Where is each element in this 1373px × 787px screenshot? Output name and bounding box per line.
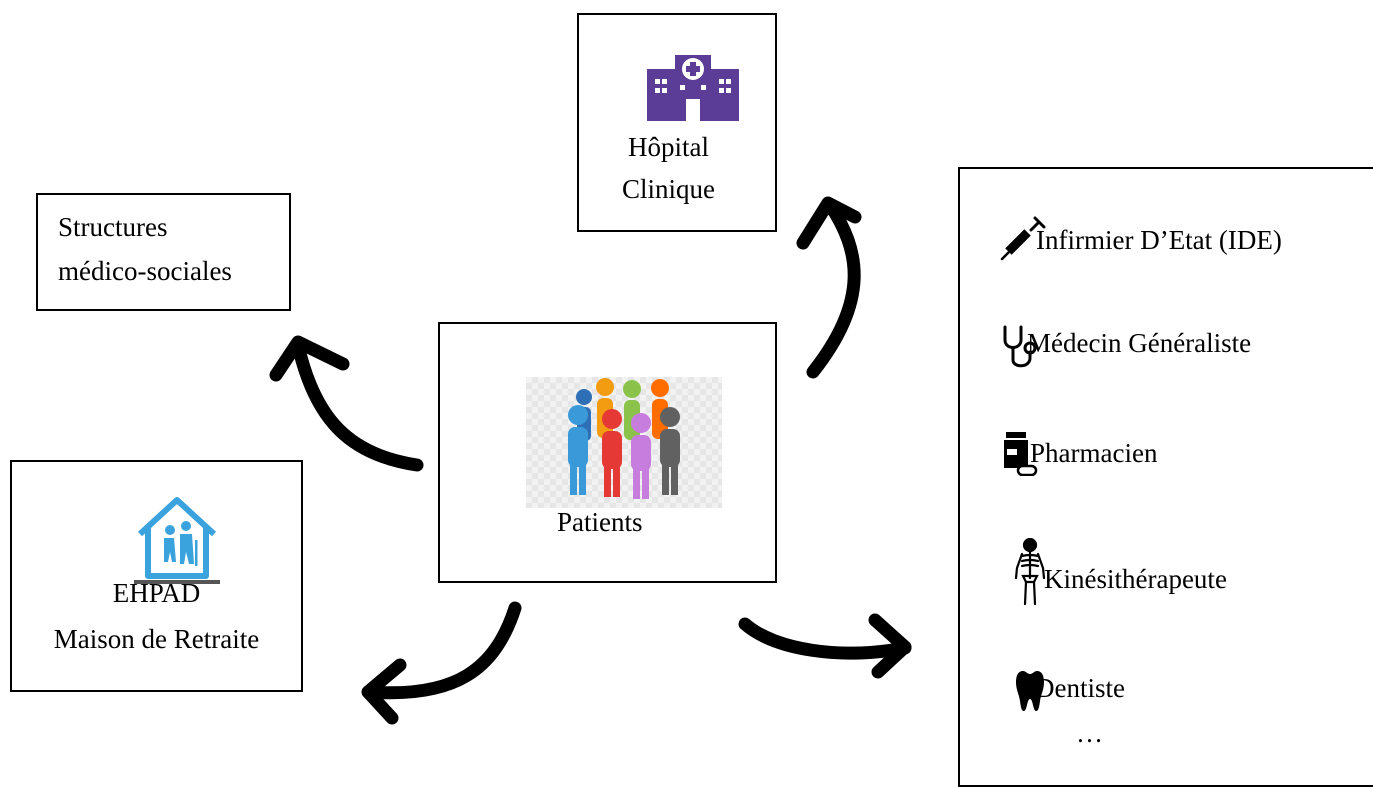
patients-label: Patients xyxy=(557,507,643,537)
professional-label-medecin: Médecin Généraliste xyxy=(1027,328,1252,358)
ehpad-label-1: EHPAD xyxy=(112,578,201,608)
hospital-label-1: Hôpital xyxy=(628,132,709,162)
arrow-to-structures-head xyxy=(269,335,350,382)
arrow-to-structures xyxy=(291,338,424,472)
stethoscope-icon xyxy=(1003,325,1037,368)
tooth-icon xyxy=(1016,671,1044,711)
arrow-to-professionals-head xyxy=(868,613,912,679)
syringe-icon xyxy=(1000,216,1046,261)
professional-label-kine: Kinésithérapeute xyxy=(1044,564,1227,594)
arrow-to-professionals xyxy=(738,617,912,660)
hospital-label-2: Clinique xyxy=(622,174,715,204)
connection-arrows xyxy=(269,196,912,725)
arrow-to-hospital-head xyxy=(796,196,862,250)
arrow-to-hospital xyxy=(806,198,861,379)
structures-label-2: médico-sociales xyxy=(58,256,232,286)
hospital-icon xyxy=(647,55,739,121)
hospital-box xyxy=(577,13,777,232)
professional-label-dentiste: Dentiste xyxy=(1035,673,1125,703)
people-group-icon xyxy=(526,377,722,508)
elderly-house-icon xyxy=(134,497,220,584)
ehpad-label-2: Maison de Retraite xyxy=(53,624,260,654)
structures-box xyxy=(36,193,291,311)
ellipsis-label: … xyxy=(1076,718,1103,748)
structures-label-1: Structures xyxy=(58,212,168,242)
arrow-to-ehpad xyxy=(363,601,522,700)
skeleton-icon xyxy=(1014,538,1046,606)
professional-label-pharmacien: Pharmacien xyxy=(1030,438,1158,468)
professional-label-ide: Infirmier D’Etat (IDE) xyxy=(1036,225,1282,255)
medicine-bottle-icon xyxy=(1004,432,1038,476)
arrow-to-ehpad-head xyxy=(361,658,407,725)
